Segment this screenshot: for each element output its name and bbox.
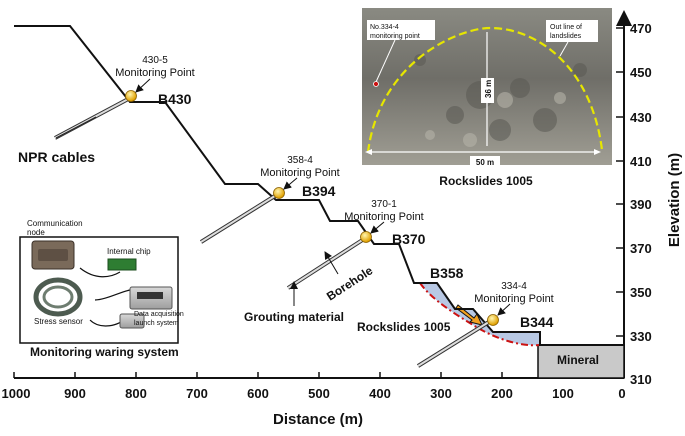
elevation-axis: 470 450 430 410 390 370 350 330 310 Elev… — [616, 10, 683, 387]
y-tick-label: 310 — [630, 372, 652, 387]
monitoring-point-label: Monitoring Point — [474, 293, 554, 305]
mineral-zone: Mineral — [537, 344, 625, 379]
y-tick-label: 430 — [630, 110, 652, 125]
monitoring-point-id: 334-4 — [501, 281, 527, 292]
grouting-callout: Grouting material — [244, 281, 344, 324]
sensors — [125, 90, 499, 326]
x-tick-label: 500 — [308, 386, 330, 401]
sensor-358-4 — [273, 187, 285, 199]
x-tick-label: 900 — [64, 386, 86, 401]
monitoring-labels: 430-5 Monitoring Point 358-4 Monitoring … — [115, 55, 554, 316]
monitoring-point-id: 370-1 — [371, 199, 397, 210]
distance-axis: 1000 900 800 700 600 500 400 300 200 100… — [2, 372, 626, 428]
monitoring-point-label: Monitoring Point — [260, 167, 340, 179]
x-tick-label: 700 — [186, 386, 208, 401]
bench-label: B394 — [302, 183, 336, 199]
npr-cable — [416, 318, 494, 368]
sensor-430-5 — [125, 90, 137, 102]
y-axis-title: Elevation (m) — [666, 153, 683, 247]
rockslide-area — [420, 283, 540, 346]
monitoring-point-label: Monitoring Point — [344, 211, 424, 223]
bench-label: B430 — [158, 91, 192, 107]
slip-surface-line — [419, 282, 541, 347]
npr-cable — [286, 237, 366, 290]
mineral-label: Mineral — [557, 353, 599, 367]
x-tick-label: 600 — [247, 386, 269, 401]
x-axis-title: Distance (m) — [273, 411, 363, 428]
x-tick-label: 1000 — [2, 386, 31, 401]
y-tick-label: 370 — [630, 241, 652, 256]
sensor-370-1 — [360, 231, 372, 243]
npr-cable — [199, 192, 280, 244]
monitoring-point-label: Monitoring Point — [115, 67, 195, 79]
photo-caption: Rockslides 1005 — [439, 174, 533, 188]
npr-cable — [54, 95, 133, 140]
y-tick-label: 350 — [630, 285, 652, 300]
x-tick-label: 0 — [618, 386, 625, 401]
monitoring-point-id: 358-4 — [287, 155, 313, 166]
stress-sensor-label: Stress sensor — [34, 317, 83, 326]
x-tick-label: 300 — [430, 386, 452, 401]
photo-height-label: 36 m — [484, 80, 493, 98]
x-tick-label: 400 — [369, 386, 391, 401]
bench-label: B344 — [520, 314, 554, 330]
internal-chip-label: Internal chip — [107, 247, 151, 256]
y-tick-label: 330 — [630, 329, 652, 344]
x-tick-label: 100 — [552, 386, 574, 401]
daq-box-small — [119, 313, 145, 329]
monitoring-point-id: 430-5 — [142, 55, 168, 66]
stress-sensor — [33, 277, 83, 317]
rockslides-section-label: Rockslides 1005 — [357, 320, 451, 334]
x-tick-label: 800 — [125, 386, 147, 401]
y-tick-label: 410 — [630, 154, 652, 169]
borehole-label: Borehole — [324, 263, 376, 303]
internal-chip — [107, 258, 137, 271]
grouting-material-label: Grouting material — [244, 310, 344, 324]
y-tick-label: 470 — [630, 21, 652, 36]
x-tick-label: 200 — [491, 386, 513, 401]
bench-label: B358 — [430, 265, 464, 281]
system-caption: Monitoring waring system — [30, 345, 179, 359]
y-tick-label: 450 — [630, 65, 652, 80]
npr-cables — [54, 95, 494, 368]
sensor-334-4 — [487, 314, 499, 326]
y-tick-label: 390 — [630, 197, 652, 212]
npr-cables-label: NPR cables — [18, 149, 95, 165]
bench-label: B370 — [392, 231, 426, 247]
landslide-outline — [366, 26, 604, 153]
photo-width-label: 50 m — [476, 158, 494, 167]
